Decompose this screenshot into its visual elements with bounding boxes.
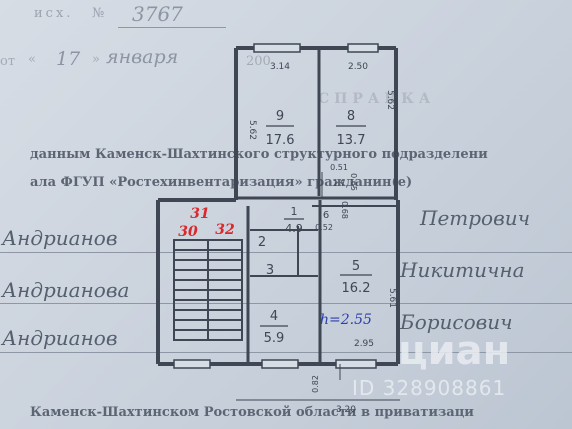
- red-label-30: 30: [178, 224, 198, 240]
- number-label: исх.: [34, 6, 74, 21]
- room-5-number: 5: [352, 259, 360, 274]
- dimension-lines: [236, 172, 400, 401]
- room-1-area: 4.9: [285, 222, 303, 235]
- dim-right-lower: 5.61: [387, 288, 397, 308]
- number-sign: №: [92, 6, 105, 21]
- dim-small-4: 0.68: [340, 201, 349, 219]
- date-month: января: [106, 46, 179, 68]
- handwritten-name-2: Андрианова: [2, 278, 130, 302]
- red-label-32: 32: [215, 222, 235, 238]
- room-3-number: 3: [266, 263, 274, 278]
- fraction-bars: [260, 125, 372, 327]
- dim-top-left: 3.14: [270, 62, 290, 72]
- handwritten-name-1: Андрианов: [2, 226, 118, 250]
- document-title: СПРАВКА: [318, 91, 436, 107]
- dim-left-upper: 5.62: [247, 120, 257, 140]
- room-5-area: 16.2: [342, 281, 371, 296]
- handwritten-name-3: Андрианов: [2, 326, 118, 350]
- quote-close: »: [92, 52, 100, 67]
- watermark-id: ID 328908861: [352, 376, 507, 400]
- quote-open: «: [28, 52, 36, 67]
- date-day: 17: [56, 48, 81, 70]
- room-8-number: 8: [347, 109, 355, 124]
- dim-small-5: 0.52: [315, 223, 333, 232]
- room-2-number: 2: [258, 235, 266, 250]
- dim-small-3: 0.65: [349, 173, 358, 191]
- watermark-brand: циан: [398, 328, 511, 374]
- handwritten-patronymic-1: Петрович: [420, 206, 531, 230]
- plan-windows: [173, 43, 379, 369]
- number-value: 3767: [132, 2, 183, 26]
- body-line-2: ала ФГУП «Ростехинвентаризация» граждани…: [30, 175, 413, 190]
- dim-bottom-total: 3.20: [336, 405, 356, 415]
- room-4-number: 4: [270, 309, 278, 324]
- stairs: [173, 239, 243, 341]
- room-9-area: 17.6: [266, 133, 295, 148]
- ceiling-height-label: h=2.55: [320, 312, 372, 328]
- dim-small-1: 0.51: [330, 163, 348, 172]
- room-4-area: 5.9: [264, 331, 285, 346]
- dim-top-right: 2.50: [348, 62, 368, 72]
- dimension-labels: 3.14 2.50 5.62 5.62 0.51 1.7 0.65 0.68 0…: [247, 62, 397, 415]
- date-from-label: от: [0, 54, 16, 69]
- dim-right-upper: 5.62: [385, 90, 395, 110]
- room-labels: 9 17.6 8 13.7 1 4.9 6 2 3 4 5.9 5 16.2: [258, 109, 371, 346]
- dim-small-2: 1.7: [333, 179, 346, 188]
- body-line-1: данным Каменск-Шахтинского структурного …: [30, 147, 488, 162]
- red-annotations: 31 30 32: [178, 206, 235, 240]
- body-line-3: Каменск-Шахтинском Ростовской области в …: [30, 405, 474, 420]
- dim-bottom-small: 0.82: [311, 375, 320, 393]
- red-label-31: 31: [190, 206, 209, 222]
- dim-bottom-inner: 2.95: [354, 339, 374, 349]
- room-1-number: 1: [291, 205, 298, 218]
- room-9-number: 9: [276, 109, 284, 124]
- handwritten-patronymic-3: Борисович: [400, 310, 513, 334]
- date-year: 200: [246, 54, 271, 69]
- room-8-area: 13.7: [337, 133, 366, 148]
- handwritten-patronymic-2: Никитична: [400, 258, 525, 282]
- room-6-number: 6: [323, 210, 329, 221]
